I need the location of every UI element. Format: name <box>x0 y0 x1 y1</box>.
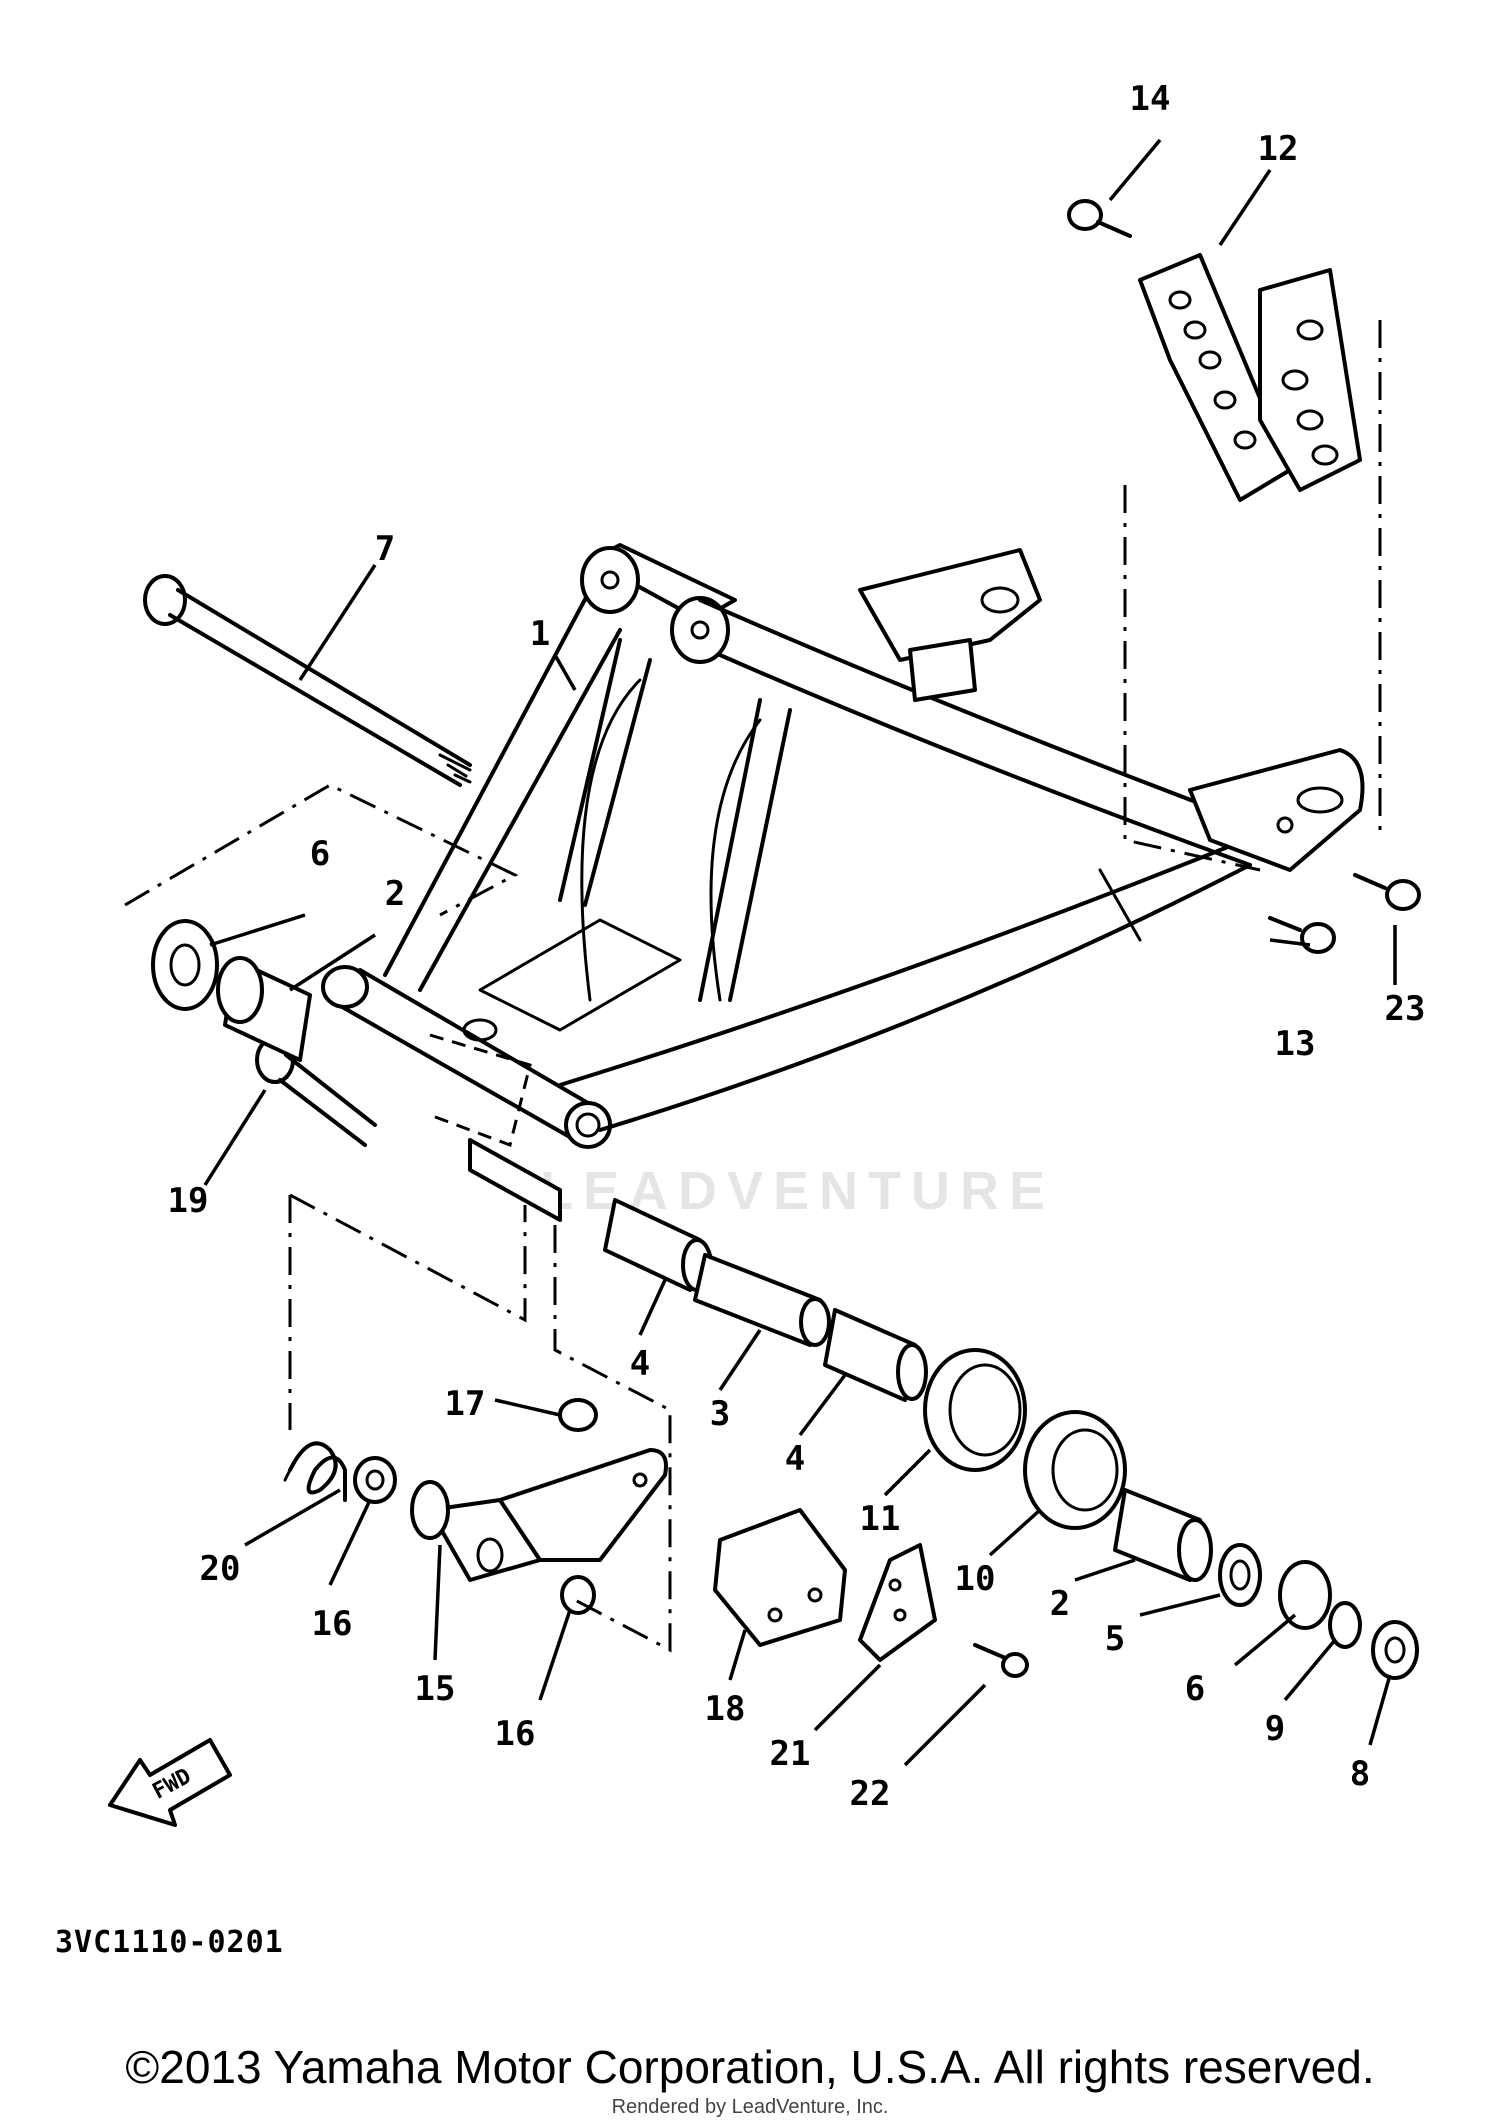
callout-10: 10 <box>955 1559 996 1599</box>
copyright-notice: ©2013 Yamaha Motor Corporation, U.S.A. A… <box>125 2041 1375 2093</box>
callout-18: 21 <box>770 1734 811 1774</box>
callout-7: 7 <box>375 529 395 569</box>
callout-3: 3 <box>710 1394 730 1434</box>
callout-22: 20 <box>200 1549 241 1589</box>
collar-2-left[interactable] <box>216 956 312 1062</box>
bolt-14[interactable] <box>1067 199 1132 238</box>
callout-6-right: 6 <box>1185 1669 1205 1709</box>
oil-seal-6-left[interactable] <box>151 919 219 1011</box>
reference-lines <box>124 320 1382 1653</box>
callout-14: 14 <box>1130 79 1171 119</box>
callout-4-lower: 4 <box>785 1439 805 1479</box>
bolt-21[interactable] <box>255 1036 377 1147</box>
bolt-20[interactable] <box>973 1643 1029 1678</box>
bolt-23[interactable] <box>1353 873 1421 911</box>
callout-labels: 14 12 7 1 6 2 13 23 19 4 3 4 17 11 10 2 … <box>168 79 1426 1814</box>
callout-13: 13 <box>1275 1024 1316 1064</box>
fwd-arrow-icon: FWD <box>108 1738 232 1827</box>
oil-seal-6-right[interactable] <box>1278 1560 1332 1630</box>
callout-17: 18 <box>705 1689 746 1729</box>
collar-16-upper[interactable] <box>353 1456 397 1504</box>
callout-9: 9 <box>1265 1709 1285 1749</box>
callout-11: 11 <box>860 1499 901 1539</box>
washer-9[interactable] <box>1328 1601 1362 1649</box>
callout-6-left: 6 <box>310 834 330 874</box>
collar-16-lower[interactable] <box>560 1575 596 1615</box>
swingarm-frame[interactable] <box>321 543 1365 1222</box>
callout-21: 19 <box>168 1181 209 1221</box>
rendered-by-notice: Rendered by LeadVenture, Inc. <box>611 2096 889 2118</box>
callout-leaders <box>203 138 1397 1767</box>
callout-1: 1 <box>530 614 550 654</box>
bushing-4-upper[interactable] <box>603 1198 713 1292</box>
cap-11[interactable] <box>923 1348 1027 1472</box>
callout-23: 23 <box>1385 989 1426 1029</box>
callout-15: 15 <box>415 1669 456 1709</box>
callout-16-upper: 16 <box>312 1604 353 1644</box>
callout-12: 12 <box>1258 129 1299 169</box>
callout-16-lower: 16 <box>495 1714 536 1754</box>
bushing-4-lower[interactable] <box>823 1308 928 1402</box>
diagram-code: 3VC1110-0201 <box>55 1925 284 1960</box>
bolt-13[interactable] <box>1268 916 1336 954</box>
nut-19[interactable] <box>558 1398 598 1432</box>
callout-20: 22 <box>850 1774 891 1814</box>
collar-2-right[interactable] <box>1113 1488 1213 1582</box>
callout-8: 8 <box>1350 1754 1370 1794</box>
collar-3[interactable] <box>693 1253 831 1347</box>
nut-8[interactable] <box>1371 1620 1419 1680</box>
washer-5[interactable] <box>1218 1543 1262 1607</box>
block-17[interactable] <box>713 1508 847 1647</box>
callout-5: 5 <box>1105 1619 1125 1659</box>
pivot-shaft-7[interactable] <box>143 574 472 787</box>
callout-19: 17 <box>445 1384 486 1424</box>
plate-18[interactable] <box>858 1543 937 1662</box>
oil-seal-10[interactable] <box>1023 1410 1127 1530</box>
callout-4-upper: 4 <box>630 1344 650 1384</box>
callout-2-right: 2 <box>1050 1584 1070 1624</box>
callout-2-left: 2 <box>385 874 405 914</box>
chain-guard-bracket[interactable] <box>1138 253 1362 502</box>
tensioner-arm-15[interactable] <box>410 1448 668 1582</box>
spring-22[interactable] <box>283 1441 347 1502</box>
